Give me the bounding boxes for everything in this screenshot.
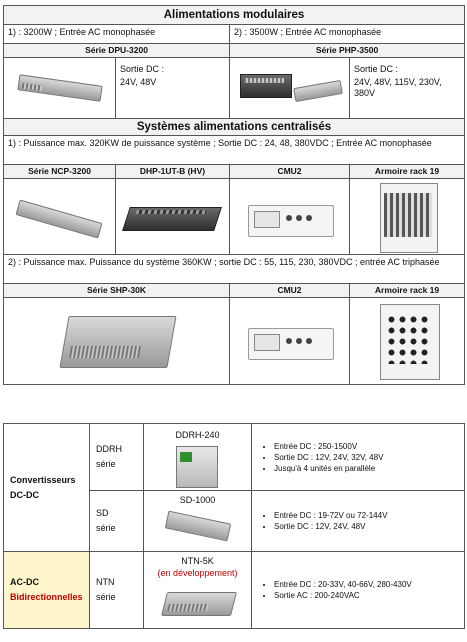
cmu2-screen-2 (254, 334, 280, 351)
converter-table: Convertisseurs DC-DC DDRH série DDRH-240… (3, 423, 465, 629)
acdc-category-line2: Bidirectionnelles (10, 592, 83, 602)
cmu2-image-cell-1 (229, 178, 350, 255)
ncp-image-cell (3, 178, 116, 255)
centralized-desc-1: 1) : Puissance max. 320KW de puissance s… (2, 135, 466, 165)
php-vent-grill (244, 78, 284, 83)
sd-model-name: SD-1000 (179, 495, 216, 505)
ntn-dev-note: (en développement) (157, 568, 238, 578)
cmu2-knob-3 (306, 215, 312, 221)
dpu-output-values: 24V, 48V (120, 77, 157, 87)
cmu2-knob-6 (306, 338, 312, 344)
ncp-series-label: Série NCP-3200 (3, 164, 116, 179)
php-output-cell: Sortie DC : 24V, 48V, 115V, 230V, 380V (348, 57, 466, 119)
dcdc-category-cell: Convertisseurs DC-DC (3, 423, 90, 552)
ddrh-spec-input: Entrée DC : 250-1500V (274, 441, 464, 452)
dcdc-category-line2: DC-DC (10, 489, 39, 500)
ddrh-model-name: DDRH-240 (175, 430, 220, 440)
ntn-series-name: NTN (96, 577, 115, 587)
php-series-label: Série PHP-3500 (228, 43, 466, 58)
ddrh-spec-parallel: Jusqu'à 4 unités en parallèle (274, 463, 464, 474)
ntn-image-cell: NTN-5K (en développement) (143, 551, 252, 629)
acdc-category-line1: AC-DC (10, 577, 39, 587)
acdc-category-cell: AC-DC Bidirectionnelles (3, 551, 90, 629)
rack-image-cell-2 (348, 297, 466, 385)
php-3500-module-image (293, 79, 343, 103)
ncp-3200-image (15, 199, 103, 239)
sd-spec-output: Sortie DC : 12V, 24V, 48V (274, 521, 464, 532)
cmu2-knob-5 (296, 338, 302, 344)
cmu2-knob-4 (286, 338, 292, 344)
ddrh-series-cell: DDRH série (89, 423, 144, 491)
ntn-specs-list: Entrée DC : 20-33V, 40-66V, 280-430V Sor… (252, 579, 464, 601)
shp-30k-image (59, 316, 177, 368)
rack-breakers-2 (386, 314, 432, 364)
rack-label-2: Armoire rack 19 (348, 283, 466, 298)
dhp-image-cell (115, 178, 230, 255)
rack-label-1: Armoire rack 19 (348, 164, 466, 179)
dhp-front-grill (135, 210, 207, 214)
dpu-output-cell: Sortie DC : 24V, 48V (115, 57, 230, 119)
ntn-series-word: série (96, 592, 116, 602)
sd-specs-cell: Entrée DC : 19-72V ou 72-144V Sortie DC … (251, 490, 465, 552)
sd-series-word: série (96, 523, 116, 533)
ddrh-specs-list: Entrée DC : 250-1500V Sortie DC : 12V, 2… (252, 441, 464, 474)
php-output-label: Sortie DC : (354, 64, 399, 74)
option-3500w: 2) : 3500W ; Entrée AC monophasée (228, 24, 466, 44)
ddrh-series-word: série (96, 459, 116, 469)
rack-image-cell-1 (348, 178, 466, 255)
php-output-values: 24V, 48V, 115V, 230V, 380V (354, 77, 442, 98)
sd-image-cell: SD-1000 (143, 490, 252, 552)
ntn-specs-cell: Entrée DC : 20-33V, 40-66V, 280-430V Sor… (251, 551, 465, 629)
ddrh-spec-output: Sortie DC : 12V, 24V, 32V, 48V (274, 452, 464, 463)
cmu2-knob-1 (286, 215, 292, 221)
dpu-output-label: Sortie DC : (120, 64, 165, 74)
shp-series-label: Série SHP-30K (3, 283, 230, 298)
rack-modules-1 (384, 193, 432, 237)
sd-specs-list: Entrée DC : 19-72V ou 72-144V Sortie DC … (252, 510, 464, 532)
sd-spec-input: Entrée DC : 19-72V ou 72-144V (274, 510, 464, 521)
dpu-image-cell (3, 57, 116, 119)
ntn-model-name: NTN-5K (181, 556, 214, 566)
sd-1000-image (164, 510, 232, 542)
dcdc-category-line1: Convertisseurs (10, 474, 76, 485)
ddrh-green-label (180, 452, 192, 462)
ntn-spec-input: Entrée DC : 20-33V, 40-66V, 280-430V (274, 579, 464, 590)
cmu2-label-2: CMU2 (229, 283, 350, 298)
power-supply-table: Alimentations modulaires 1) : 3200W ; En… (2, 5, 466, 385)
cmu2-knob-2 (296, 215, 302, 221)
dpu-series-label: Série DPU-3200 (3, 43, 230, 58)
sd-series-name: SD (96, 508, 109, 518)
cmu2-image-cell-2 (229, 297, 350, 385)
ntn-series-cell: NTN série (89, 551, 144, 629)
ntn-spec-output: Sortie AC : 200-240VAC (274, 590, 464, 601)
option-3200w: 1) : 3200W ; Entrée AC monophasée (3, 24, 230, 44)
php-image-cell (229, 57, 350, 119)
shp-front-grill (68, 346, 142, 358)
cmu2-label-1: CMU2 (229, 164, 350, 179)
shp-image-cell (3, 297, 230, 385)
section-title-centralized: Systèmes alimentations centralisés (2, 118, 466, 136)
ddrh-image-cell: DDRH-240 (143, 423, 252, 491)
ddrh-series-name: DDRH (96, 444, 122, 454)
dhp-label: DHP-1UT-B (HV) (115, 164, 230, 179)
cmu2-screen-1 (254, 211, 280, 228)
sd-series-cell: SD série (89, 490, 144, 552)
ddrh-specs-cell: Entrée DC : 250-1500V Sortie DC : 12V, 2… (251, 423, 465, 491)
centralized-desc-2: 2) : Puissance max. Puissance du système… (2, 254, 466, 284)
section-title-modular: Alimentations modulaires (2, 5, 466, 25)
ntn-front-grill (167, 604, 209, 611)
